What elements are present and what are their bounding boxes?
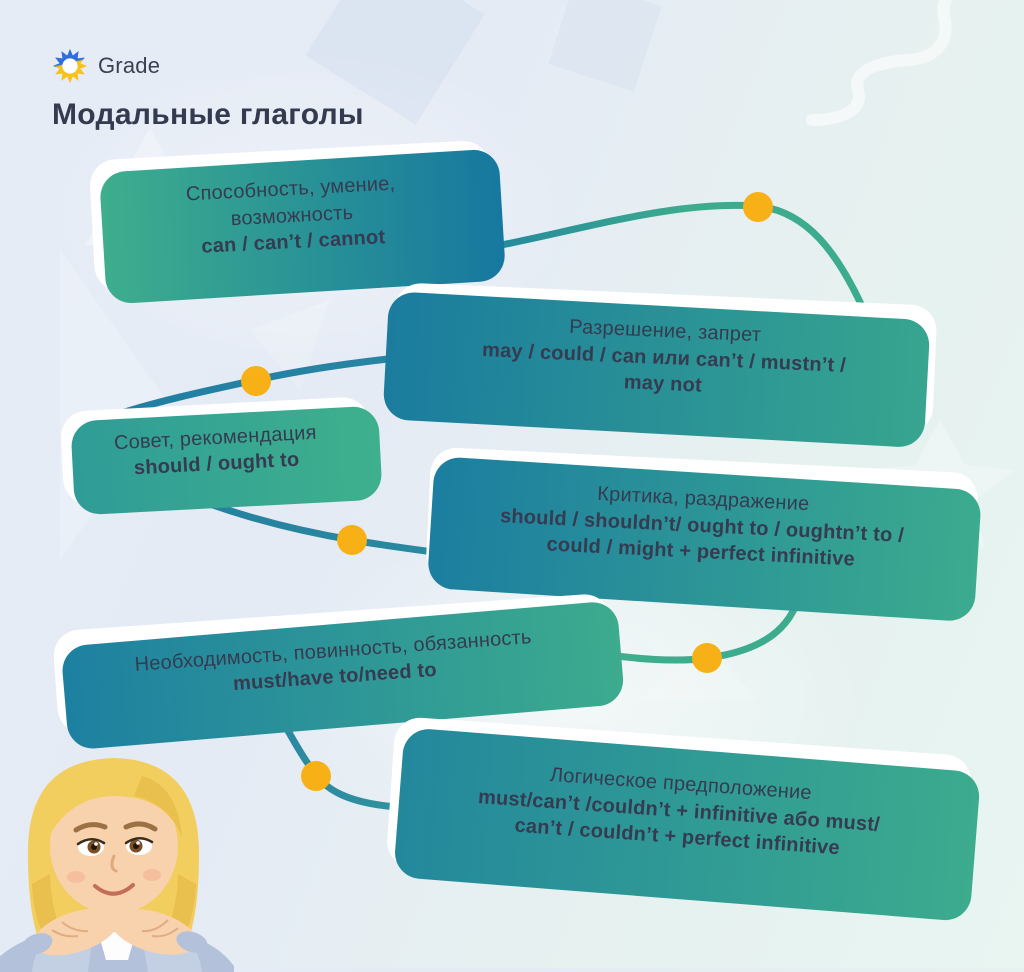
square-decoration xyxy=(548,0,662,92)
connector-dot xyxy=(692,643,722,673)
brand: Grade xyxy=(52,48,364,84)
card-criticism: Критика, раздражение should / shouldn’t/… xyxy=(425,446,979,606)
header: Grade Модальные глаголы xyxy=(52,48,364,132)
card-ability: Способность, умение, возможность can / c… xyxy=(88,139,496,293)
connector-dot xyxy=(301,761,331,791)
teacher-avatar xyxy=(0,758,234,972)
grade-logo-icon xyxy=(52,48,88,84)
brand-name: Grade xyxy=(98,53,161,78)
connector-dot xyxy=(337,525,367,555)
card-forms: should / shouldn’t/ ought to / oughtn’t … xyxy=(499,504,905,571)
card-permission: Разрешение, запрет may / could / can или… xyxy=(390,282,938,434)
triangle-decoration xyxy=(250,300,330,390)
card-forms: may / could / can или can’t / mustn’t / … xyxy=(481,338,847,397)
square-decoration xyxy=(305,0,485,125)
connector-dot xyxy=(743,192,773,222)
squiggle-decoration xyxy=(806,0,953,126)
connector-dot xyxy=(241,366,271,396)
page-title: Модальные глаголы xyxy=(52,98,364,131)
card-advice: Совет, рекомендация should / ought to xyxy=(59,396,373,506)
